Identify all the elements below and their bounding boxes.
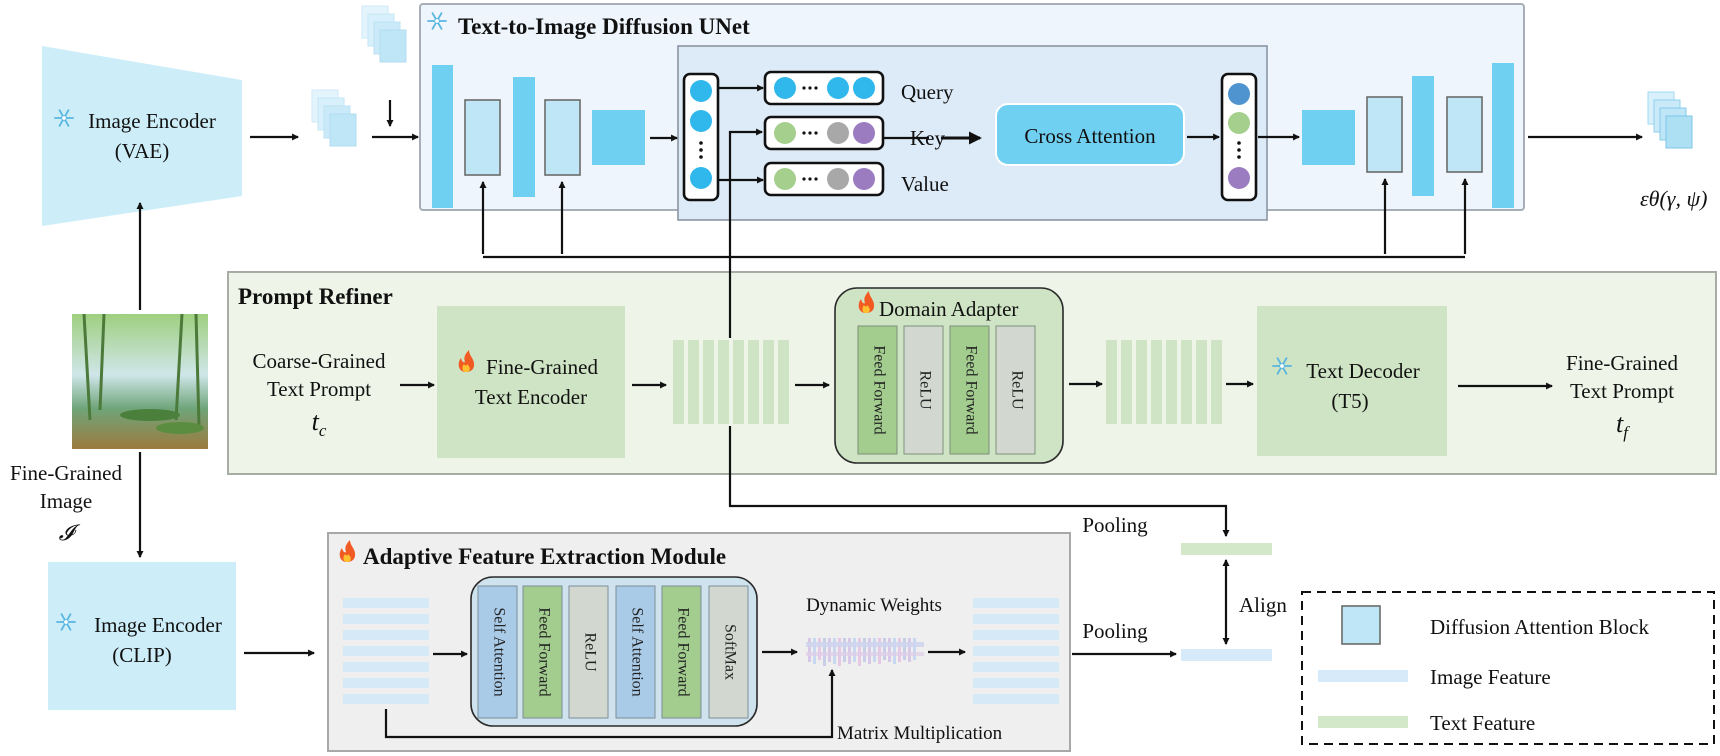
image-label-line2: Image — [40, 489, 92, 513]
coarse-prompt-symbol: tc — [312, 407, 327, 440]
unet-down-block-1 — [432, 65, 453, 208]
dynamic-weights-matrix — [806, 638, 924, 666]
coarse-prompt-line2: Text Prompt — [267, 377, 371, 401]
image-feature-bank-out — [973, 598, 1059, 704]
image-label-line1: Fine-Grained — [10, 461, 122, 485]
unet-mid-block-out — [1302, 110, 1355, 165]
afem-layer-self-attention — [615, 585, 656, 719]
afem-layer-feed-forward — [522, 585, 563, 719]
unet-up-block-1 — [1412, 76, 1434, 196]
align-label: Align — [1239, 593, 1287, 617]
afem-layer-label: Self Attention — [628, 607, 645, 696]
diffusion-attention-block — [544, 99, 581, 176]
output-column — [1220, 72, 1258, 202]
clip-encoder: Image Encoder (CLIP) — [48, 562, 236, 710]
afem-layer-label: Feed Forward — [674, 607, 691, 696]
fine-grained-image — [72, 313, 208, 449]
pooling-label-top: Pooling — [1082, 513, 1148, 537]
unet-down-block-2 — [513, 77, 535, 197]
key-vector — [763, 115, 885, 151]
unet-mid-block-in — [592, 110, 645, 165]
cross-attention-block — [995, 103, 1185, 166]
prompt-refiner-panel: Prompt Refiner Coarse-Grained Text Promp… — [227, 271, 1717, 475]
image-symbol: 𝓘 — [59, 520, 81, 545]
afem-panel: Adaptive Feature Extraction Module Self … — [327, 532, 1071, 752]
legend-item-label: Image Feature — [1430, 665, 1551, 689]
query-label: Query — [901, 80, 954, 104]
adapter-layer-relu — [903, 325, 944, 455]
afem-layer-feed-forward — [661, 585, 702, 719]
afem-layer-label: Feed Forward — [535, 607, 552, 696]
text-feature-bank-1 — [673, 340, 789, 424]
matrix-multiplication-label: Matrix Multiplication — [837, 723, 1003, 744]
afem-layer-label: SoftMax — [721, 624, 738, 680]
latent-stack-mid — [311, 89, 357, 147]
afem-layer-softmax — [708, 585, 749, 719]
text-encoder-line1: Fine-Grained — [486, 355, 598, 379]
pooled-image-feature — [1181, 649, 1272, 661]
fine-prompt-symbol: tf — [1616, 409, 1630, 442]
adapter-layer-feed-forward — [949, 325, 990, 455]
domain-adapter-title: Domain Adapter — [879, 297, 1018, 321]
diffusion-attention-block — [464, 99, 501, 176]
legend-swatch-attention-block — [1341, 605, 1381, 645]
adapter-layer-label: ReLU — [1008, 370, 1025, 410]
fine-prompt-line2: Text Prompt — [1570, 379, 1674, 403]
adapter-layer-feed-forward — [857, 325, 898, 455]
text-decoder-line2: (T5) — [1331, 389, 1368, 413]
text-decoder-line1: Text Decoder — [1306, 359, 1419, 383]
text-decoder-block — [1257, 306, 1447, 456]
cross-attention-label: Cross Attention — [1024, 124, 1156, 148]
afem-title: Adaptive Feature Extraction Module — [363, 544, 726, 569]
node-cyan — [690, 80, 712, 102]
afem-layer-self-attention — [477, 585, 518, 719]
legend-item-label: Text Feature — [1430, 711, 1535, 735]
node-cyan — [690, 110, 712, 132]
dynamic-weights-label: Dynamic Weights — [806, 595, 942, 616]
feature-column — [682, 72, 720, 202]
prompt-refiner-title: Prompt Refiner — [238, 284, 393, 309]
text-encoder-block — [437, 306, 625, 458]
adapter-layer-label: Feed Forward — [870, 345, 887, 434]
latent-stack-output — [1647, 91, 1693, 149]
vae-label-line1: Image Encoder — [88, 109, 216, 133]
coarse-prompt-line1: Coarse-Grained — [253, 349, 386, 373]
unet-title: Text-to-Image Diffusion UNet — [458, 14, 750, 39]
unet-up-block-2 — [1492, 63, 1514, 208]
image-feature-bank-in — [343, 598, 429, 704]
legend-item-label: Diffusion Attention Block — [1430, 615, 1649, 639]
fine-prompt-line1: Fine-Grained — [1566, 351, 1678, 375]
noise-prediction-output: εθ(γ, ψ) — [1640, 186, 1707, 211]
legend: Diffusion Attention Block Image Feature … — [1301, 591, 1715, 745]
clip-label-line2: (CLIP) — [112, 643, 172, 667]
vae-label-line2: (VAE) — [115, 139, 169, 163]
pooling-label-bottom: Pooling — [1082, 619, 1148, 643]
clip-label-line1: Image Encoder — [94, 613, 222, 637]
pooled-text-feature — [1181, 543, 1272, 555]
diffusion-attention-block — [1446, 96, 1483, 173]
legend-swatch-text-feature — [1318, 716, 1408, 728]
value-label: Value — [901, 172, 949, 196]
afem-layer-label: ReLU — [581, 632, 598, 672]
adapter-layer-relu — [995, 325, 1036, 455]
node-cyan — [690, 167, 712, 189]
unet-panel: Text-to-Image Diffusion UNet Query — [419, 3, 1707, 221]
afem-layer-label: Self Attention — [490, 607, 507, 696]
text-feature-bank-2 — [1106, 340, 1222, 424]
value-vector — [763, 161, 885, 197]
legend-swatch-image-feature — [1318, 670, 1408, 682]
text-encoder-line2: Text Encoder — [475, 385, 587, 409]
latent-stack-top — [361, 5, 407, 63]
adapter-layer-label: Feed Forward — [962, 345, 979, 434]
afem-layer-relu — [568, 585, 609, 719]
vae-encoder: Image Encoder (VAE) — [42, 46, 242, 226]
query-vector — [763, 70, 885, 106]
diffusion-attention-block — [1366, 96, 1403, 173]
adapter-layer-label: ReLU — [916, 370, 933, 410]
